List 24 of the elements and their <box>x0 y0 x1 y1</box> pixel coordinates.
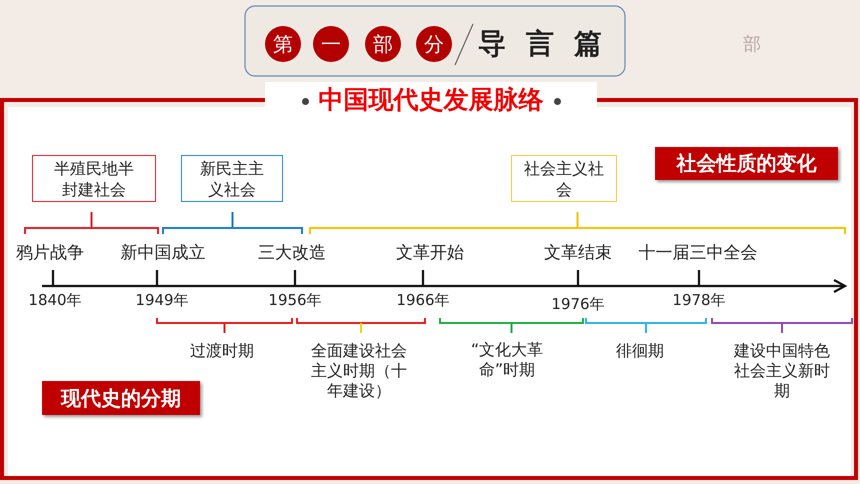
society-box: 新民主主义社会 <box>181 155 283 202</box>
event-label: 鸦片战争 <box>16 243 84 263</box>
event-label: 三大改造 <box>258 243 326 263</box>
society-box: 半殖民地半封建社会 <box>32 155 156 202</box>
year-label: 1976年 <box>551 294 605 314</box>
faint-text: 部 <box>743 35 761 55</box>
year-label: 1956年 <box>268 290 322 310</box>
period-label: 建设中国特色社会主义新时期 <box>732 341 831 401</box>
year-label: 1966年 <box>396 290 450 310</box>
period-label: “文化大革命”时期 <box>470 340 544 380</box>
year-label: 1949年 <box>135 290 189 310</box>
heading-text: 导言篇 <box>478 27 622 61</box>
event-label: 十一届三中全会 <box>638 243 758 263</box>
section-badge: 社会性质的变化 <box>655 147 838 180</box>
period-label: 全面建设社会主义时期（十年建设） <box>310 341 408 401</box>
year-label: 1978年 <box>672 290 726 310</box>
event-label: 新中国成立 <box>120 243 206 263</box>
year-label: 1840年 <box>28 290 82 310</box>
event-label: 文革结束 <box>544 243 612 263</box>
event-label: 文革开始 <box>396 243 464 263</box>
society-box: 社会主义社会 <box>511 155 617 202</box>
period-label: 徘徊期 <box>616 341 664 361</box>
period-label: 过渡时期 <box>190 341 254 361</box>
section-badge: 现代史的分期 <box>42 381 200 415</box>
